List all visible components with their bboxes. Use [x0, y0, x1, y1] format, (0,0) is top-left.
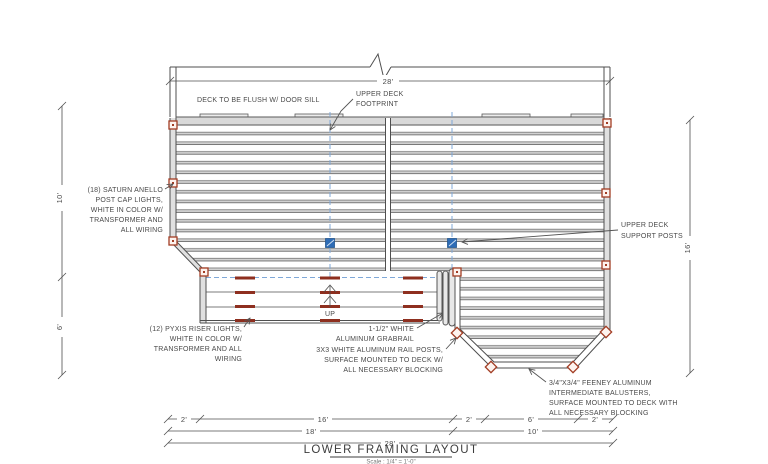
note-grabrail: 1-1/2" WHITE ALUMINUM GRABRAIL — [336, 326, 414, 343]
leader-support-posts — [462, 229, 619, 242]
dimension-bottom-row1: 2' 16' 2' 6' 2' — [163, 413, 618, 424]
wall-break-symbol — [369, 52, 392, 81]
house-wall — [169, 52, 611, 117]
note-feeney-balusters: 3/4"X3/4" FEENEY ALUMINUM INTERMEDIATE B… — [549, 380, 678, 417]
drawing-scale: Scale : 1/4" = 1'-0" — [366, 460, 415, 464]
svg-text:FOOTPRINT: FOOTPRINT — [356, 101, 399, 108]
svg-text:(18) SATURN ANELLO: (18) SATURN ANELLO — [88, 187, 164, 194]
leader-rail-posts — [445, 338, 456, 350]
note-rail-posts: 3X3 WHITE ALUMINUM RAIL POSTS, SURFACE M… — [316, 347, 443, 374]
dim-b1-6: 6' — [528, 415, 534, 424]
leader-lines — [164, 98, 619, 383]
leader-pyxis-lights — [243, 318, 250, 328]
upper-deck-support-post — [325, 238, 335, 248]
note-upper-deck-support-posts: UPPER DECK SUPPORT POSTS — [621, 222, 683, 240]
stairs — [199, 268, 456, 327]
svg-text:INTERMEDIATE BALUSTERS,: INTERMEDIATE BALUSTERS, — [549, 390, 651, 397]
dim-b3-28: 28' — [385, 439, 396, 448]
dimension-right: 16' — [683, 115, 697, 378]
svg-text:POST CAP LIGHTS,: POST CAP LIGHTS, — [95, 197, 163, 204]
note-saturn-anello-lights: (18) SATURN ANELLO POST CAP LIGHTS, WHIT… — [88, 187, 164, 234]
svg-text:SURFACE MOUNTED TO DECK W/: SURFACE MOUNTED TO DECK W/ — [324, 357, 443, 364]
dimension-left: 10' 6' — [55, 101, 69, 380]
note-pyxis-riser-lights: (12) PYXIS RISER LIGHTS, WHITE IN COLOR … — [150, 326, 242, 363]
svg-text:WIRING: WIRING — [215, 356, 242, 363]
note-flush-door-sill: DECK TO BE FLUSH W/ DOOR SILL — [197, 97, 320, 104]
svg-text:TRANSFORMER AND ALL: TRANSFORMER AND ALL — [154, 346, 242, 353]
dim-b2-18: 18' — [306, 427, 317, 436]
svg-text:3/4"X3/4" FEENEY ALUMINUM: 3/4"X3/4" FEENEY ALUMINUM — [549, 380, 652, 387]
svg-text:SUPPORT POSTS: SUPPORT POSTS — [621, 233, 683, 240]
svg-text:WHITE IN COLOR W/: WHITE IN COLOR W/ — [91, 207, 163, 214]
up-label: UP — [325, 311, 335, 318]
upper-deck-support-post — [447, 238, 457, 248]
svg-text:UPPER DECK: UPPER DECK — [356, 91, 404, 98]
leader-upper-deck-footprint — [330, 98, 354, 130]
leader-balusters — [529, 369, 547, 383]
svg-text:ALL WIRING: ALL WIRING — [121, 227, 163, 234]
svg-text:(12) PYXIS RISER LIGHTS,: (12) PYXIS RISER LIGHTS, — [150, 326, 242, 333]
title-block: LOWER FRAMING LAYOUT Scale : 1/4" = 1'-0… — [304, 444, 479, 464]
dim-b2-10: 10' — [528, 427, 539, 436]
dim-left-10: 10' — [55, 192, 64, 203]
dimension-top: 28' — [165, 75, 615, 86]
leader-saturn-lights — [164, 184, 173, 189]
rail-posts — [168, 118, 613, 374]
dim-b1-2c: 2' — [592, 415, 598, 424]
svg-text:SURFACE MOUNTED TO DECK WITH: SURFACE MOUNTED TO DECK WITH — [549, 400, 678, 407]
svg-text:3X3 WHITE ALUMINUM RAIL POSTS,: 3X3 WHITE ALUMINUM RAIL POSTS, — [316, 347, 443, 354]
svg-text:TRANSFORMER AND: TRANSFORMER AND — [90, 217, 163, 224]
svg-text:WHITE IN COLOR W/: WHITE IN COLOR W/ — [170, 336, 242, 343]
dimension-bottom-row3: 28' — [163, 437, 618, 448]
dim-b1-16: 16' — [318, 415, 329, 424]
svg-text:ALUMINUM GRABRAIL: ALUMINUM GRABRAIL — [336, 336, 414, 343]
note-upper-deck-footprint: UPPER DECK FOOTPRINT — [356, 91, 404, 108]
dim-b1-2a: 2' — [181, 415, 187, 424]
drawing-title: LOWER FRAMING LAYOUT — [304, 444, 479, 456]
dim-right-16: 16' — [683, 242, 692, 253]
svg-text:UPPER DECK: UPPER DECK — [621, 222, 669, 229]
svg-text:ALL NECESSARY BLOCKING: ALL NECESSARY BLOCKING — [549, 410, 649, 417]
svg-text:ALL NECESSARY BLOCKING: ALL NECESSARY BLOCKING — [343, 367, 443, 374]
up-arrow — [323, 284, 337, 307]
dim-b1-2b: 2' — [466, 415, 472, 424]
dimension-bottom-row2: 18' 10' — [163, 425, 618, 436]
dim-left-6: 6' — [55, 324, 64, 330]
grabrail — [436, 268, 456, 327]
dim-top-28: 28' — [383, 77, 394, 86]
svg-text:1-1/2" WHITE: 1-1/2" WHITE — [369, 326, 414, 333]
center-beam — [385, 118, 391, 271]
leader-grabrail — [416, 313, 443, 329]
